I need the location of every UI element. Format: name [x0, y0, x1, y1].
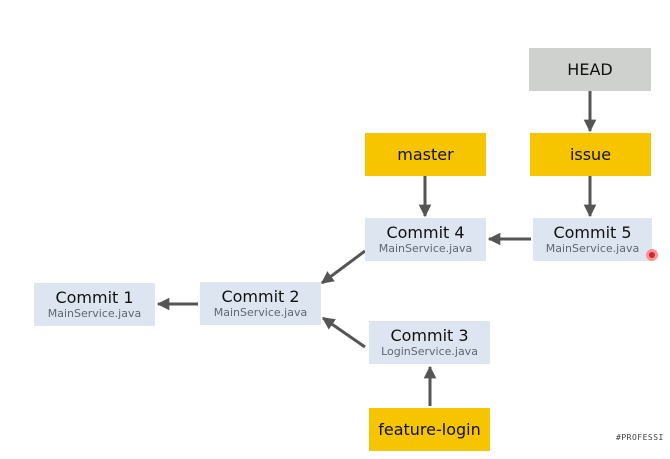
commit-2: Commit 2 MainService.java: [200, 282, 321, 325]
commit-5: Commit 5 MainService.java: [533, 218, 652, 261]
commit-file: MainService.java: [378, 242, 473, 255]
commit-file: LoginService.java: [381, 345, 478, 358]
branch-feature-login-label: feature-login: [378, 420, 481, 439]
commit-title: Commit 3: [390, 326, 469, 345]
commit-4: Commit 4 MainService.java: [365, 218, 486, 261]
branch-issue: issue: [530, 133, 651, 176]
head-pointer: HEAD: [529, 48, 651, 91]
arrow-commit-4-to-commit-2: [320, 249, 366, 285]
branch-issue-label: issue: [569, 145, 612, 164]
head-label: HEAD: [567, 60, 613, 79]
mouse-cursor-indicator: [646, 249, 658, 261]
commit-3: Commit 3 LoginService.java: [369, 321, 490, 364]
arrow-commit-3-to-commit-2: [321, 316, 366, 349]
commit-title: Commit 2: [221, 287, 300, 306]
branch-master-label: master: [397, 145, 454, 164]
commit-file: MainService.java: [47, 307, 142, 320]
commit-title: Commit 1: [55, 288, 134, 307]
commit-title: Commit 4: [386, 223, 465, 242]
branch-master: master: [365, 133, 486, 176]
commit-title: Commit 5: [553, 223, 632, 242]
commit-file: MainService.java: [213, 306, 308, 319]
watermark-text: #PROFESSI: [616, 433, 664, 442]
commit-file: MainService.java: [545, 242, 640, 255]
commit-1: Commit 1 MainService.java: [34, 283, 155, 326]
branch-feature-login: feature-login: [369, 408, 490, 451]
